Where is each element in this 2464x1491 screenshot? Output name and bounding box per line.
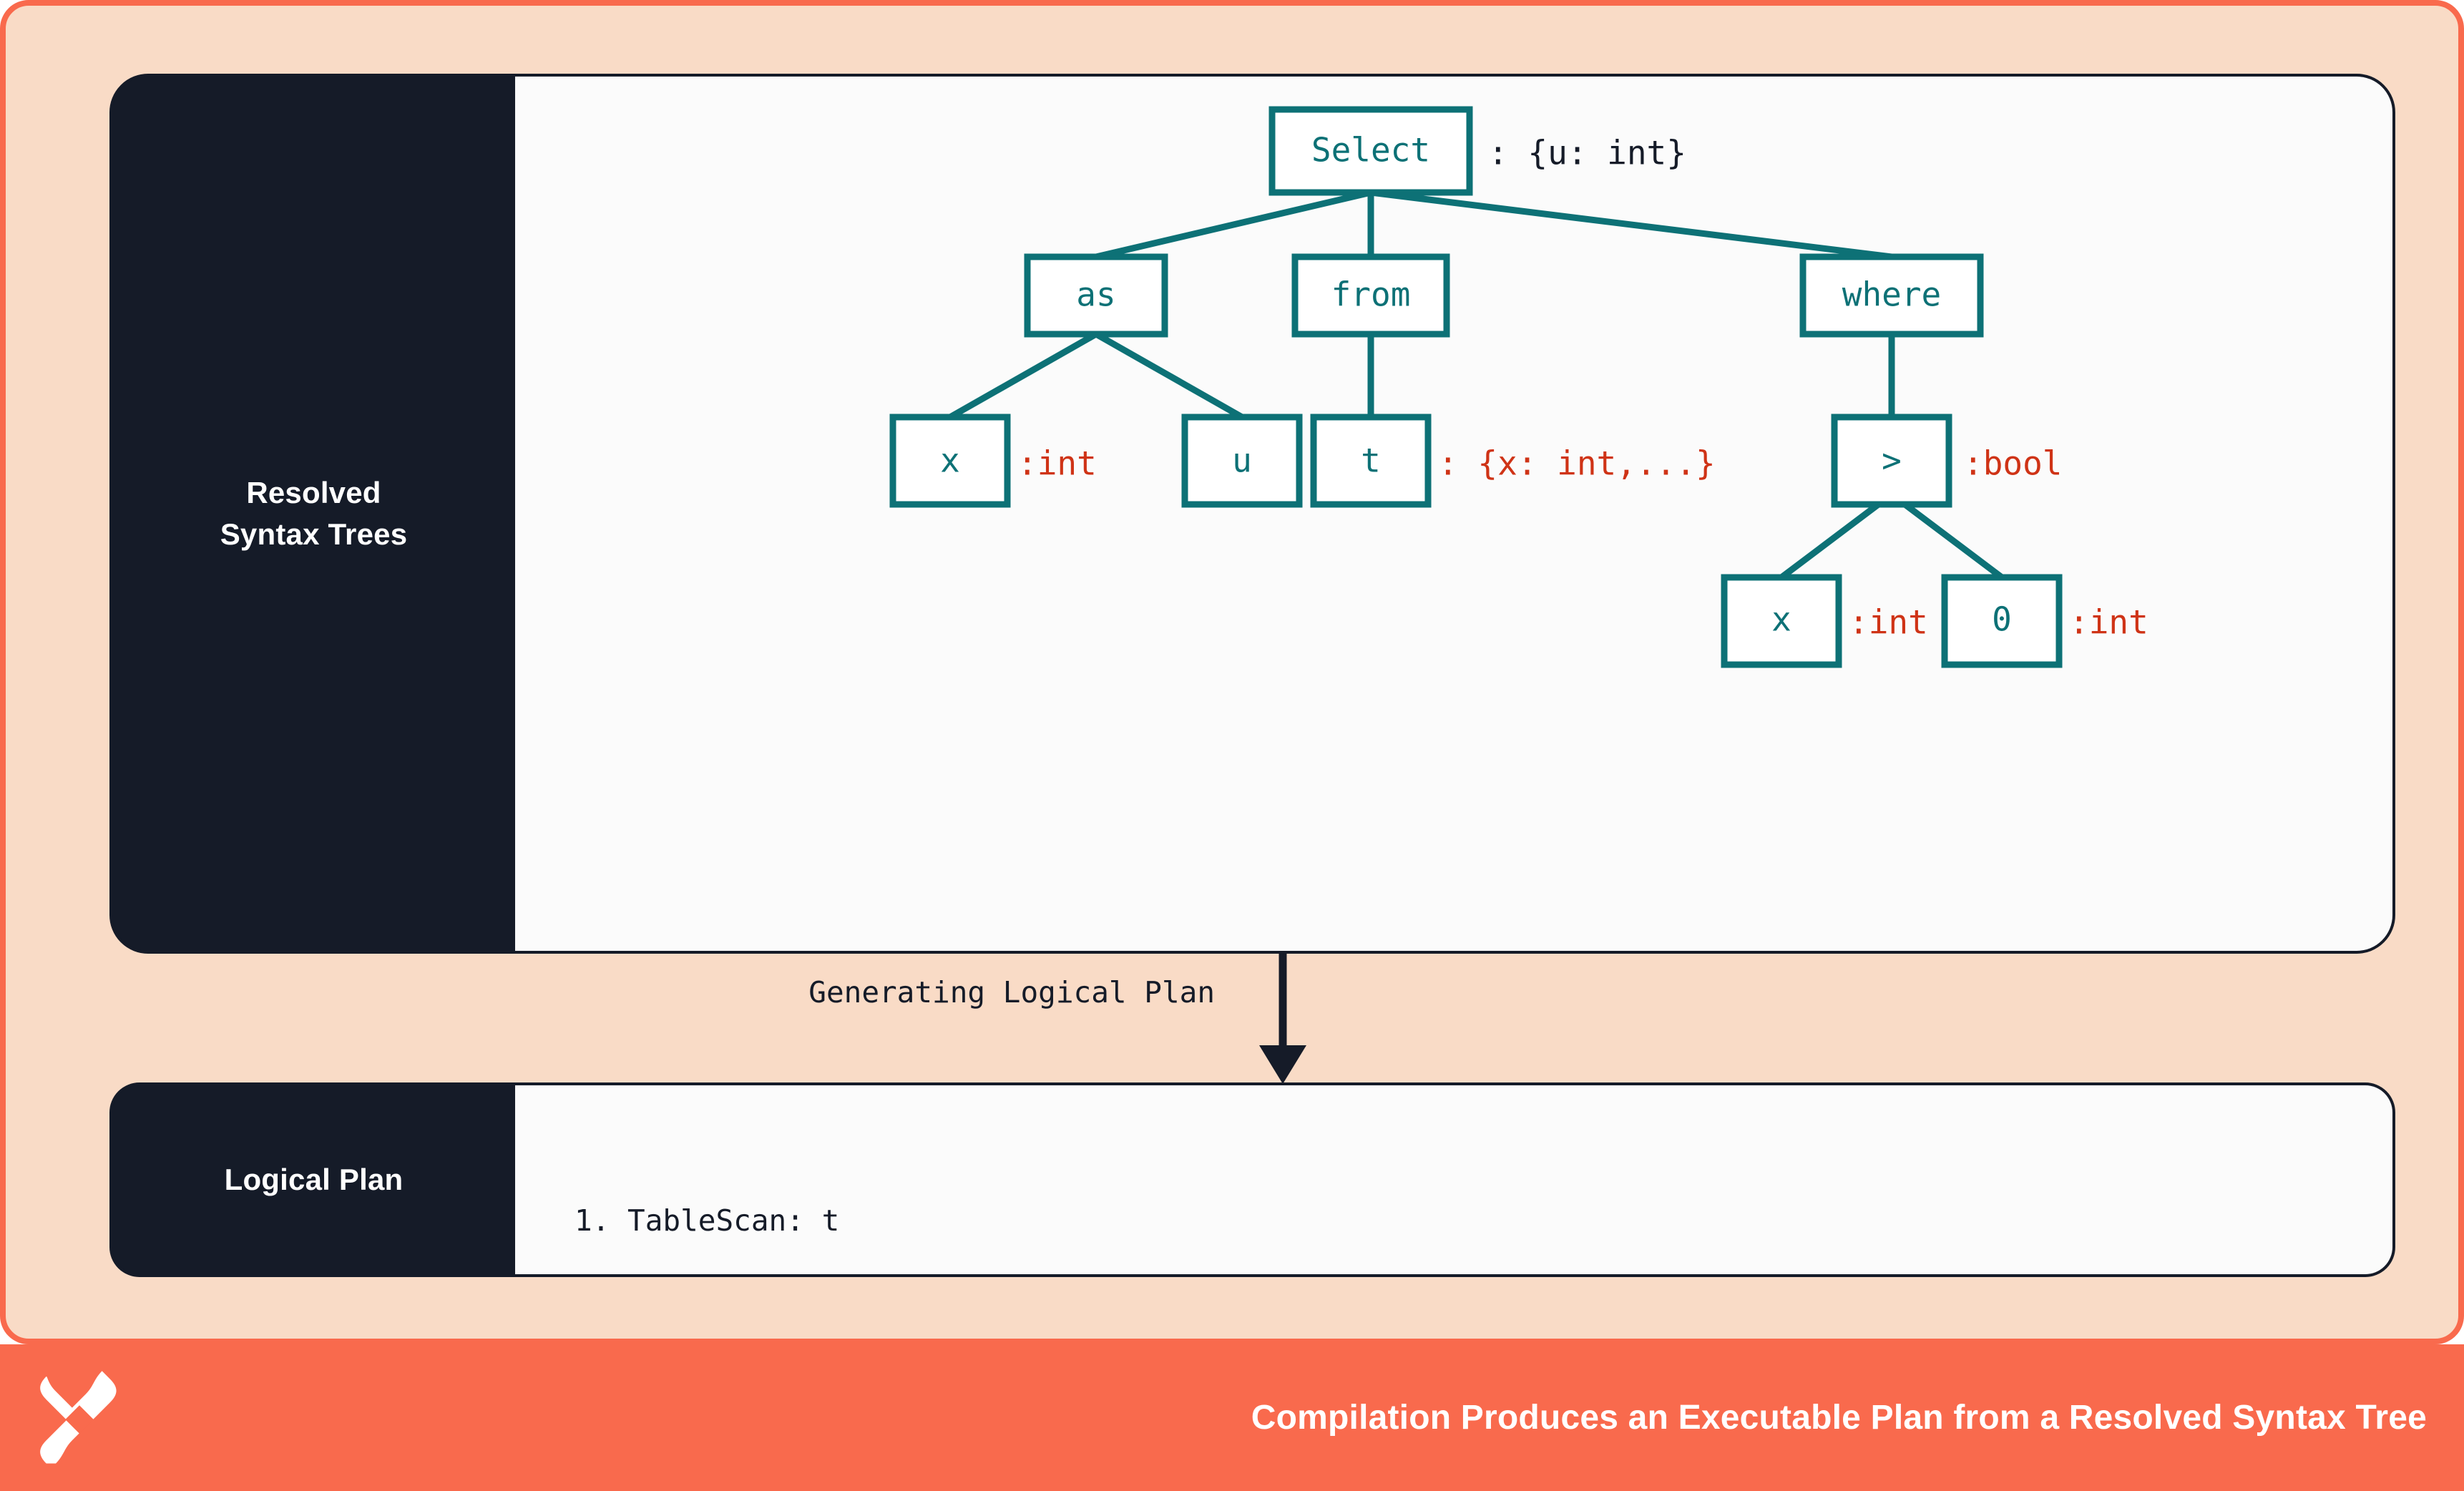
outer-frame: Resolved Syntax Trees	[0, 0, 2464, 1344]
edge-as-u	[1094, 331, 1244, 420]
node-box-t	[1310, 414, 1432, 508]
edge-gt-x	[1779, 492, 1894, 580]
node-annotation-x-right: :int	[1849, 603, 1928, 642]
node-annotation-t: : {x: int,...}	[1438, 444, 1716, 483]
node-label-zero: 0	[1992, 600, 2012, 639]
node-box-from	[1291, 253, 1450, 338]
edge-as-x	[948, 331, 1098, 420]
footer-bar: Compilation Produces an Executable Plan …	[0, 1344, 2464, 1491]
syntax-tree-canvas: Select : {u: int} as from	[515, 77, 2392, 951]
logical-plan-step: 1. TableScan: t	[575, 1203, 840, 1238]
tree-node-as[interactable]: as	[1024, 253, 1168, 338]
node-label-t: t	[1361, 441, 1381, 480]
node-box-as	[1024, 253, 1168, 338]
node-label-greater-than: >	[1882, 441, 1902, 480]
tree-node-x-right[interactable]: x :int	[1721, 574, 1928, 668]
x-mark-logo-icon	[26, 1366, 133, 1473]
rst-label-line2: Syntax Trees	[220, 517, 408, 551]
node-box-where	[1799, 253, 1984, 338]
tree-node-t[interactable]: t : {x: int,...}	[1310, 414, 1716, 508]
node-annotation-select: : {u: int}	[1488, 134, 1686, 172]
node-annotation-x-left: :int	[1017, 444, 1097, 483]
node-box-select	[1268, 106, 1473, 196]
syntax-tree-diagram: Select : {u: int} as from	[889, 106, 2148, 668]
node-annotation-zero: :int	[2069, 603, 2148, 642]
node-label-as: as	[1076, 275, 1115, 314]
footer-caption: Compilation Produces an Executable Plan …	[1251, 1399, 2427, 1437]
tree-node-greater-than[interactable]: > :bool	[1831, 414, 2062, 508]
logical-plan-step-list: 1. TableScan: t 2. Filter: t.x > 0 3. Pr…	[515, 1085, 2392, 1274]
edge-gt-zero	[1889, 492, 2004, 580]
tree-node-select[interactable]: Select : {u: int}	[1268, 106, 1686, 196]
node-box-zero	[1941, 574, 2063, 668]
node-label-x-right: x	[1771, 600, 1791, 639]
tree-edges	[948, 189, 2004, 580]
logical-plan-body: 1. TableScan: t 2. Filter: t.x > 0 3. Pr…	[515, 1085, 2392, 1274]
node-box-x-left	[889, 414, 1011, 508]
node-label-select: Select	[1311, 131, 1430, 170]
rst-label-line1: Resolved	[246, 476, 381, 510]
tree-node-zero[interactable]: 0 :int	[1941, 574, 2148, 668]
connector-arrowhead	[1259, 1045, 1306, 1084]
node-label-u: u	[1232, 441, 1252, 480]
tree-node-from[interactable]: from	[1291, 253, 1450, 338]
logical-plan-card: Logical Plan 1. TableScan: t 2. Filter: …	[109, 1082, 2395, 1277]
node-box-u	[1181, 414, 1303, 508]
logical-plan-label: Logical Plan	[112, 1085, 515, 1274]
connector-arrow	[1208, 954, 1637, 1084]
edge-select-where	[1370, 189, 1892, 260]
tree-node-where[interactable]: where	[1799, 253, 1984, 338]
connector-label: Generating Logical Plan	[808, 975, 1215, 1010]
resolved-syntax-trees-card: Resolved Syntax Trees	[109, 74, 2395, 954]
node-box-greater-than	[1831, 414, 1952, 508]
resolved-syntax-trees-label: Resolved Syntax Trees	[112, 77, 515, 951]
node-box-x-right	[1721, 574, 1842, 668]
node-label-from: from	[1331, 275, 1411, 314]
edge-select-as	[1095, 189, 1372, 260]
node-label-x-left: x	[940, 441, 960, 480]
tree-node-x-left[interactable]: x :int	[889, 414, 1097, 508]
node-label-where: where	[1842, 275, 1941, 314]
node-annotation-greater-than: :bool	[1963, 444, 2062, 483]
